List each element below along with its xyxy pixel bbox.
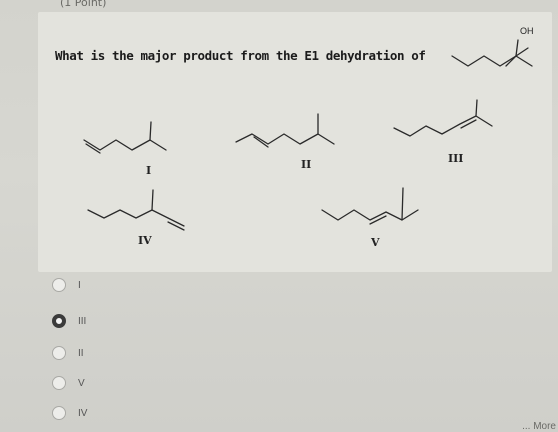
- radio-button-selected[interactable]: [52, 314, 66, 328]
- option-label: IV: [78, 407, 88, 419]
- radio-button[interactable]: [52, 376, 66, 390]
- structure-v: [321, 187, 419, 225]
- more-link[interactable]: ... More: [522, 421, 556, 432]
- structure-label-iii: III: [448, 152, 464, 165]
- points-label: (1 Point): [60, 0, 107, 9]
- option-iv[interactable]: IV: [52, 406, 87, 420]
- option-label: III: [78, 315, 87, 327]
- question-text: What is the major product from the E1 de…: [55, 48, 426, 63]
- reactant-structure: [451, 55, 533, 67]
- structure-iv: [87, 189, 185, 231]
- radio-button[interactable]: [52, 406, 66, 420]
- option-label: I: [78, 279, 81, 291]
- hydroxyl-label: OH: [520, 26, 534, 36]
- option-ii[interactable]: II: [52, 346, 84, 360]
- option-v[interactable]: V: [52, 376, 85, 390]
- option-i[interactable]: I: [52, 278, 81, 292]
- structure-label-ii: II: [301, 158, 312, 171]
- option-iii[interactable]: III: [52, 314, 86, 328]
- structure-ii: [235, 113, 335, 148]
- question-card: [38, 12, 552, 272]
- structure-label-i: I: [146, 164, 152, 177]
- structure-i: [83, 121, 167, 154]
- radio-button[interactable]: [52, 346, 66, 360]
- structure-iii: [393, 99, 493, 137]
- structure-label-v: V: [371, 236, 380, 249]
- option-label: II: [78, 347, 84, 359]
- radio-button[interactable]: [52, 278, 66, 292]
- structure-label-iv: IV: [138, 234, 152, 247]
- option-label: V: [78, 377, 85, 389]
